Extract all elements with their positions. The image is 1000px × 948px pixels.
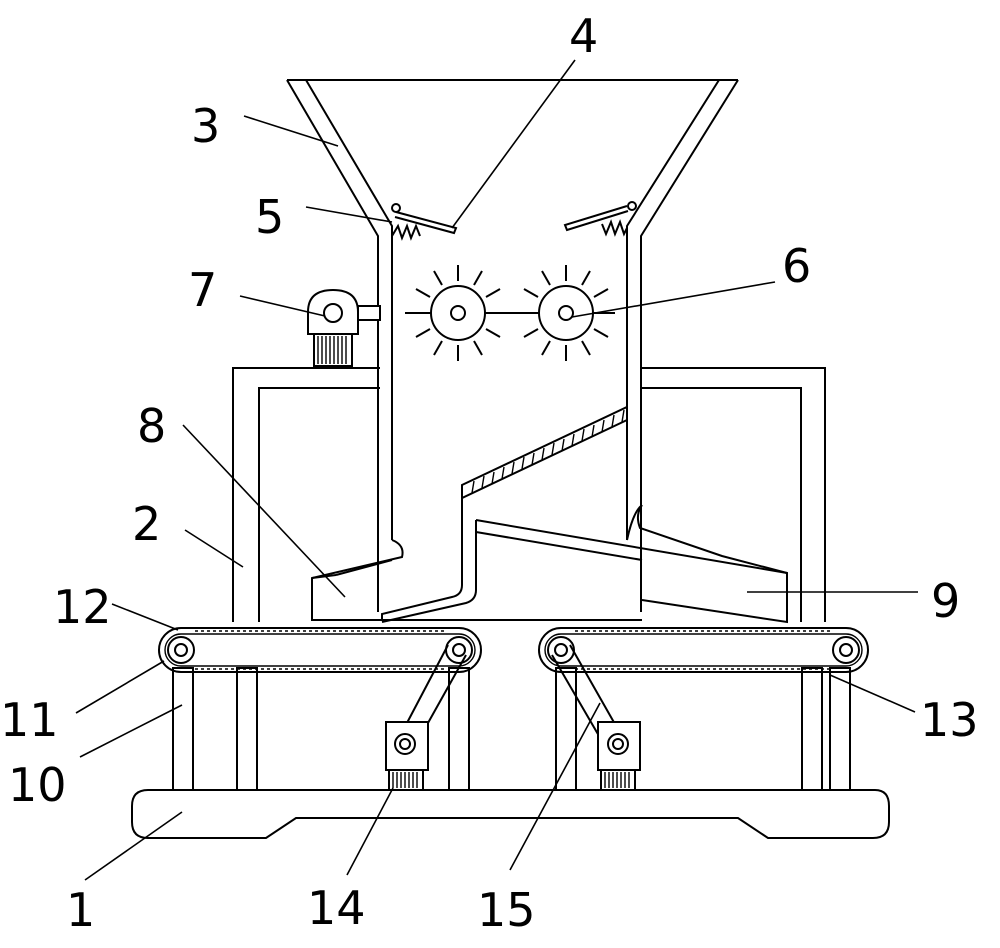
label-5: 5	[255, 190, 284, 244]
hopper	[286, 79, 739, 612]
conveyor-right	[538, 627, 869, 673]
leader-6	[571, 281, 776, 318]
label-14: 14	[307, 881, 366, 935]
leader-15	[509, 702, 601, 871]
leader-lines	[75, 59, 918, 881]
crusher-rollers	[405, 265, 615, 361]
crusher-roller-right	[523, 265, 609, 361]
part-labels: 3 4 5 6 7 8 2 9 12 11 10 13 1 14 15	[0, 9, 979, 937]
leader-12	[111, 603, 179, 631]
label-12: 12	[53, 580, 112, 634]
base-plate	[131, 789, 890, 839]
leader-13	[829, 674, 916, 713]
leader-2	[184, 529, 244, 568]
housing-frame	[232, 367, 826, 622]
conveyor-left	[158, 627, 482, 673]
label-3: 3	[191, 99, 220, 153]
label-7: 7	[188, 263, 217, 317]
label-2: 2	[132, 497, 161, 551]
springs	[391, 219, 628, 241]
label-6: 6	[782, 239, 811, 293]
label-4: 4	[569, 9, 598, 63]
label-8: 8	[137, 399, 166, 453]
belt-drive-right	[551, 644, 641, 791]
label-15: 15	[477, 883, 536, 937]
sieve-plate	[461, 405, 628, 500]
discharge-chute-left	[311, 498, 477, 623]
drive-motor	[307, 288, 381, 367]
belt-drive-left	[385, 644, 467, 791]
leader-10	[79, 704, 183, 758]
leader-5	[305, 206, 393, 223]
hinged-flaps	[391, 201, 637, 235]
leader-4	[451, 59, 576, 229]
leader-14	[346, 787, 394, 876]
leader-8	[182, 424, 346, 598]
label-10: 10	[8, 758, 67, 812]
leader-7	[239, 295, 326, 317]
label-9: 9	[931, 574, 960, 628]
leader-11	[75, 660, 165, 714]
label-13: 13	[920, 693, 979, 747]
label-1: 1	[66, 883, 95, 937]
leader-3	[243, 115, 339, 147]
leader-1	[84, 811, 183, 881]
crusher-roller-left	[415, 265, 501, 361]
label-11: 11	[0, 693, 59, 747]
support-legs	[172, 667, 851, 791]
discharge-chute-right	[382, 504, 788, 624]
